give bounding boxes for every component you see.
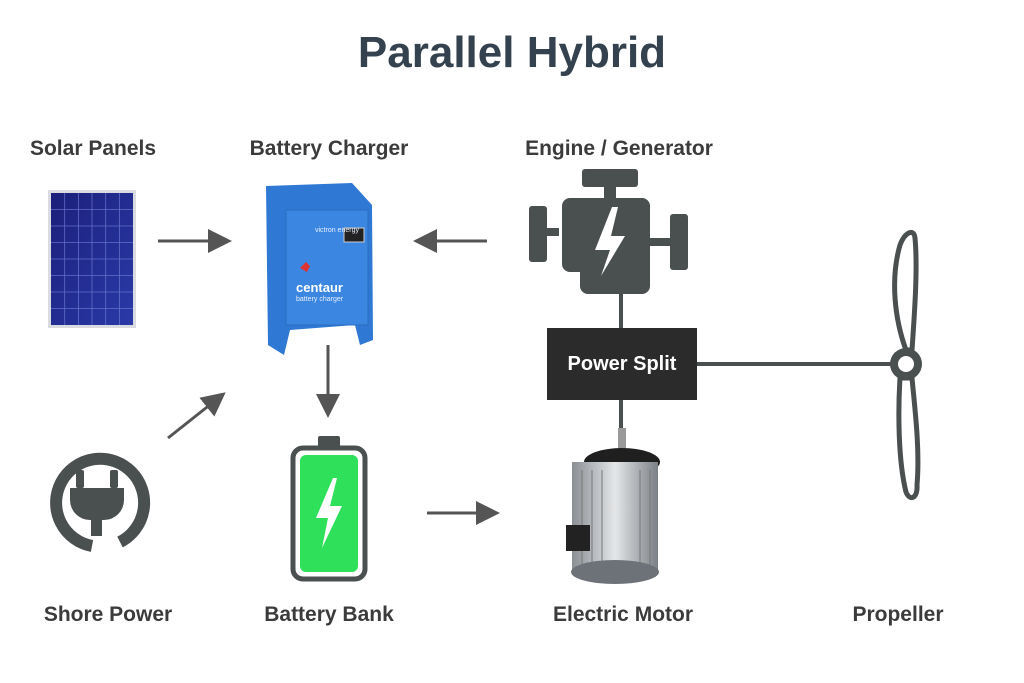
label-battery-charger: Battery Charger [249,137,409,160]
label-electric-motor: Electric Motor [552,603,694,626]
charger-brand-text: victron energy [315,227,359,234]
electric-motor-image [566,428,660,584]
engine-icon [529,169,688,294]
charger-model-text: centaur [296,280,343,295]
label-shore-power: Shore Power [43,603,173,626]
battery-charger-image: victron energy centaur battery charger [266,183,373,355]
propeller-icon [890,229,922,501]
label-propeller: Propeller [852,603,944,626]
label-solar-panels: Solar Panels [29,137,157,160]
power-split-box: Power Split [547,328,697,400]
label-engine-generator: Engine / Generator [525,137,713,160]
arrow-shore-to-charger [167,392,226,440]
shore-power-plug-icon [50,452,151,552]
page-title: Parallel Hybrid [357,28,667,77]
charger-subtitle-text: battery charger [296,296,344,303]
solar-panel-image [48,190,136,328]
battery-icon [290,436,368,582]
label-battery-bank: Battery Bank [264,603,394,626]
